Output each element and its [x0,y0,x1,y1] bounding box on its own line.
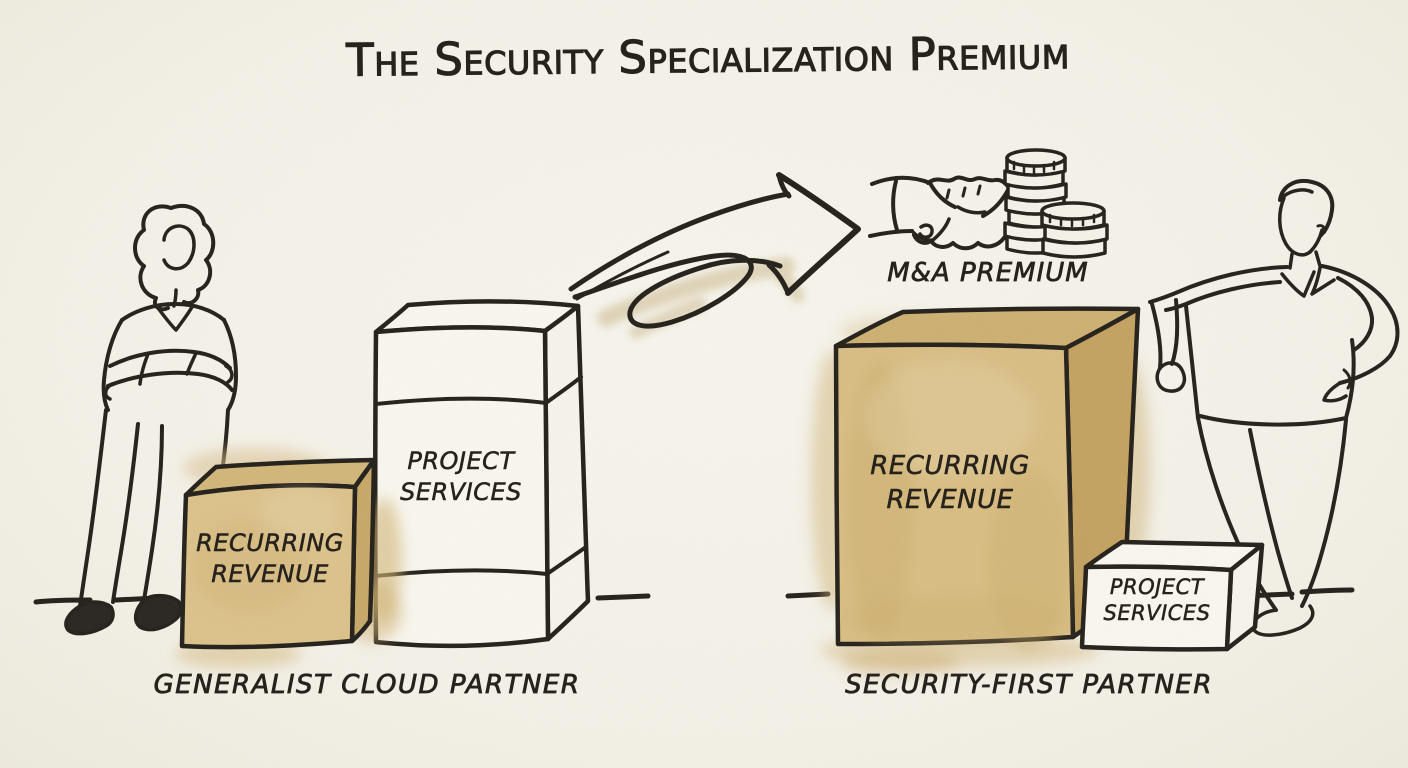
right-recurring-revenue-label: RECURRING REVENUE [870,451,1039,515]
man-shoe [1251,604,1315,637]
recurring-revenue-box-small [174,448,402,668]
woman-shoe [64,600,115,636]
left-scene-caption: GENERALIST CLOUD PARTNER [153,670,581,701]
watercolor-texture [845,360,1072,652]
project-services-box-small [1079,539,1265,652]
right-project-services-label: PROJECT SERVICES [1103,575,1212,626]
ma-premium-label: M&A PREMIUM [887,258,1089,289]
man-figure [1148,179,1400,637]
watercolor-texture [192,488,340,614]
left-recurring-revenue-label: RECURRING REVENUE [196,529,352,589]
right-scene-caption: SECURITY-FIRST PARTNER [845,670,1213,701]
recurring-revenue-box-large [811,306,1150,675]
woman-shoe [133,593,183,632]
page-title: The Security Specialization Premium [345,26,1071,88]
coin-stacks-icon [1003,148,1109,259]
project-services-box-large [373,299,591,649]
left-project-services-label: PROJECT SERVICES [400,447,523,507]
arrow-icon [568,172,861,339]
